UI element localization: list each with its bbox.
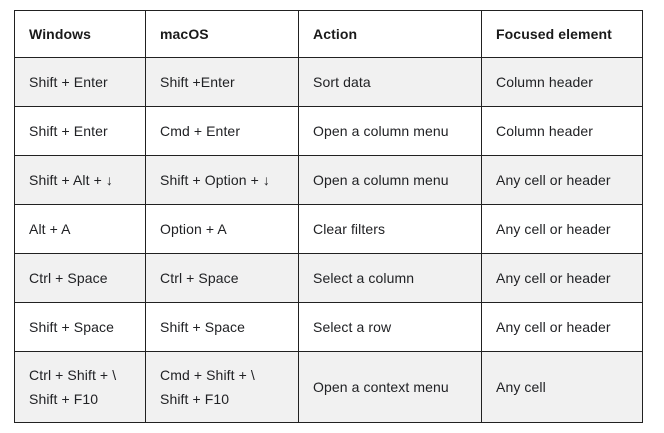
table-row: Alt + A Option + A Clear filters Any cel… <box>14 204 643 254</box>
table-row: Ctrl + Shift + \ Shift + F10 Cmd + Shift… <box>14 351 643 423</box>
cell-action: Open a column menu <box>298 155 482 205</box>
cell-macos: Shift +Enter <box>145 57 299 107</box>
table-row: Shift + Space Shift + Space Select a row… <box>14 302 643 352</box>
cell-windows: Shift + Alt + ↓ <box>14 155 146 205</box>
cell-focused-element: Any cell or header <box>481 253 643 303</box>
cell-macos: Option + A <box>145 204 299 254</box>
cell-windows: Ctrl + Shift + \ Shift + F10 <box>14 351 146 423</box>
cell-action: Open a column menu <box>298 106 482 156</box>
table-header-row: Windows macOS Action Focused element <box>14 10 643 58</box>
column-header-action: Action <box>298 10 482 58</box>
cell-focused-element: Column header <box>481 106 643 156</box>
cell-windows: Shift + Space <box>14 302 146 352</box>
cell-action: Clear filters <box>298 204 482 254</box>
cell-focused-element: Column header <box>481 57 643 107</box>
column-header-focused-element: Focused element <box>481 10 643 58</box>
cell-macos: Shift + Option + ↓ <box>145 155 299 205</box>
cell-focused-element: Any cell or header <box>481 155 643 205</box>
table-row: Shift + Enter Cmd + Enter Open a column … <box>14 106 643 156</box>
table-row: Shift + Alt + ↓ Shift + Option + ↓ Open … <box>14 155 643 205</box>
cell-action: Open a context menu <box>298 351 482 423</box>
table-row: Shift + Enter Shift +Enter Sort data Col… <box>14 57 643 107</box>
cell-windows: Alt + A <box>14 204 146 254</box>
cell-action: Select a row <box>298 302 482 352</box>
cell-focused-element: Any cell or header <box>481 204 643 254</box>
cell-macos: Shift + Space <box>145 302 299 352</box>
table-row: Ctrl + Space Ctrl + Space Select a colum… <box>14 253 643 303</box>
column-header-macos: macOS <box>145 10 299 58</box>
cell-action: Sort data <box>298 57 482 107</box>
cell-action: Select a column <box>298 253 482 303</box>
cell-windows: Shift + Enter <box>14 57 146 107</box>
cell-focused-element: Any cell <box>481 351 643 423</box>
cell-macos: Cmd + Shift + \ Shift + F10 <box>145 351 299 423</box>
cell-windows: Shift + Enter <box>14 106 146 156</box>
cell-macos: Ctrl + Space <box>145 253 299 303</box>
column-header-windows: Windows <box>14 10 146 58</box>
cell-windows: Ctrl + Space <box>14 253 146 303</box>
keyboard-shortcuts-table: Windows macOS Action Focused element Shi… <box>14 10 643 423</box>
cell-focused-element: Any cell or header <box>481 302 643 352</box>
cell-macos: Cmd + Enter <box>145 106 299 156</box>
